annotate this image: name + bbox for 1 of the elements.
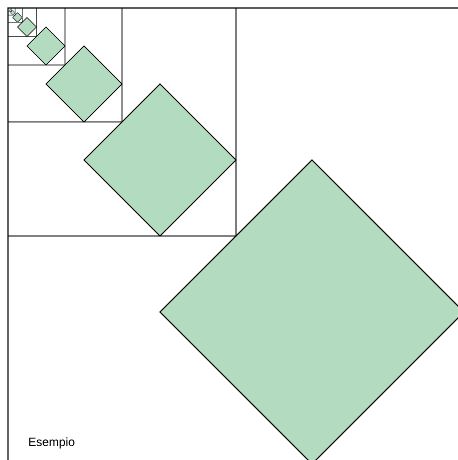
label: Esempio — [29, 437, 74, 448]
